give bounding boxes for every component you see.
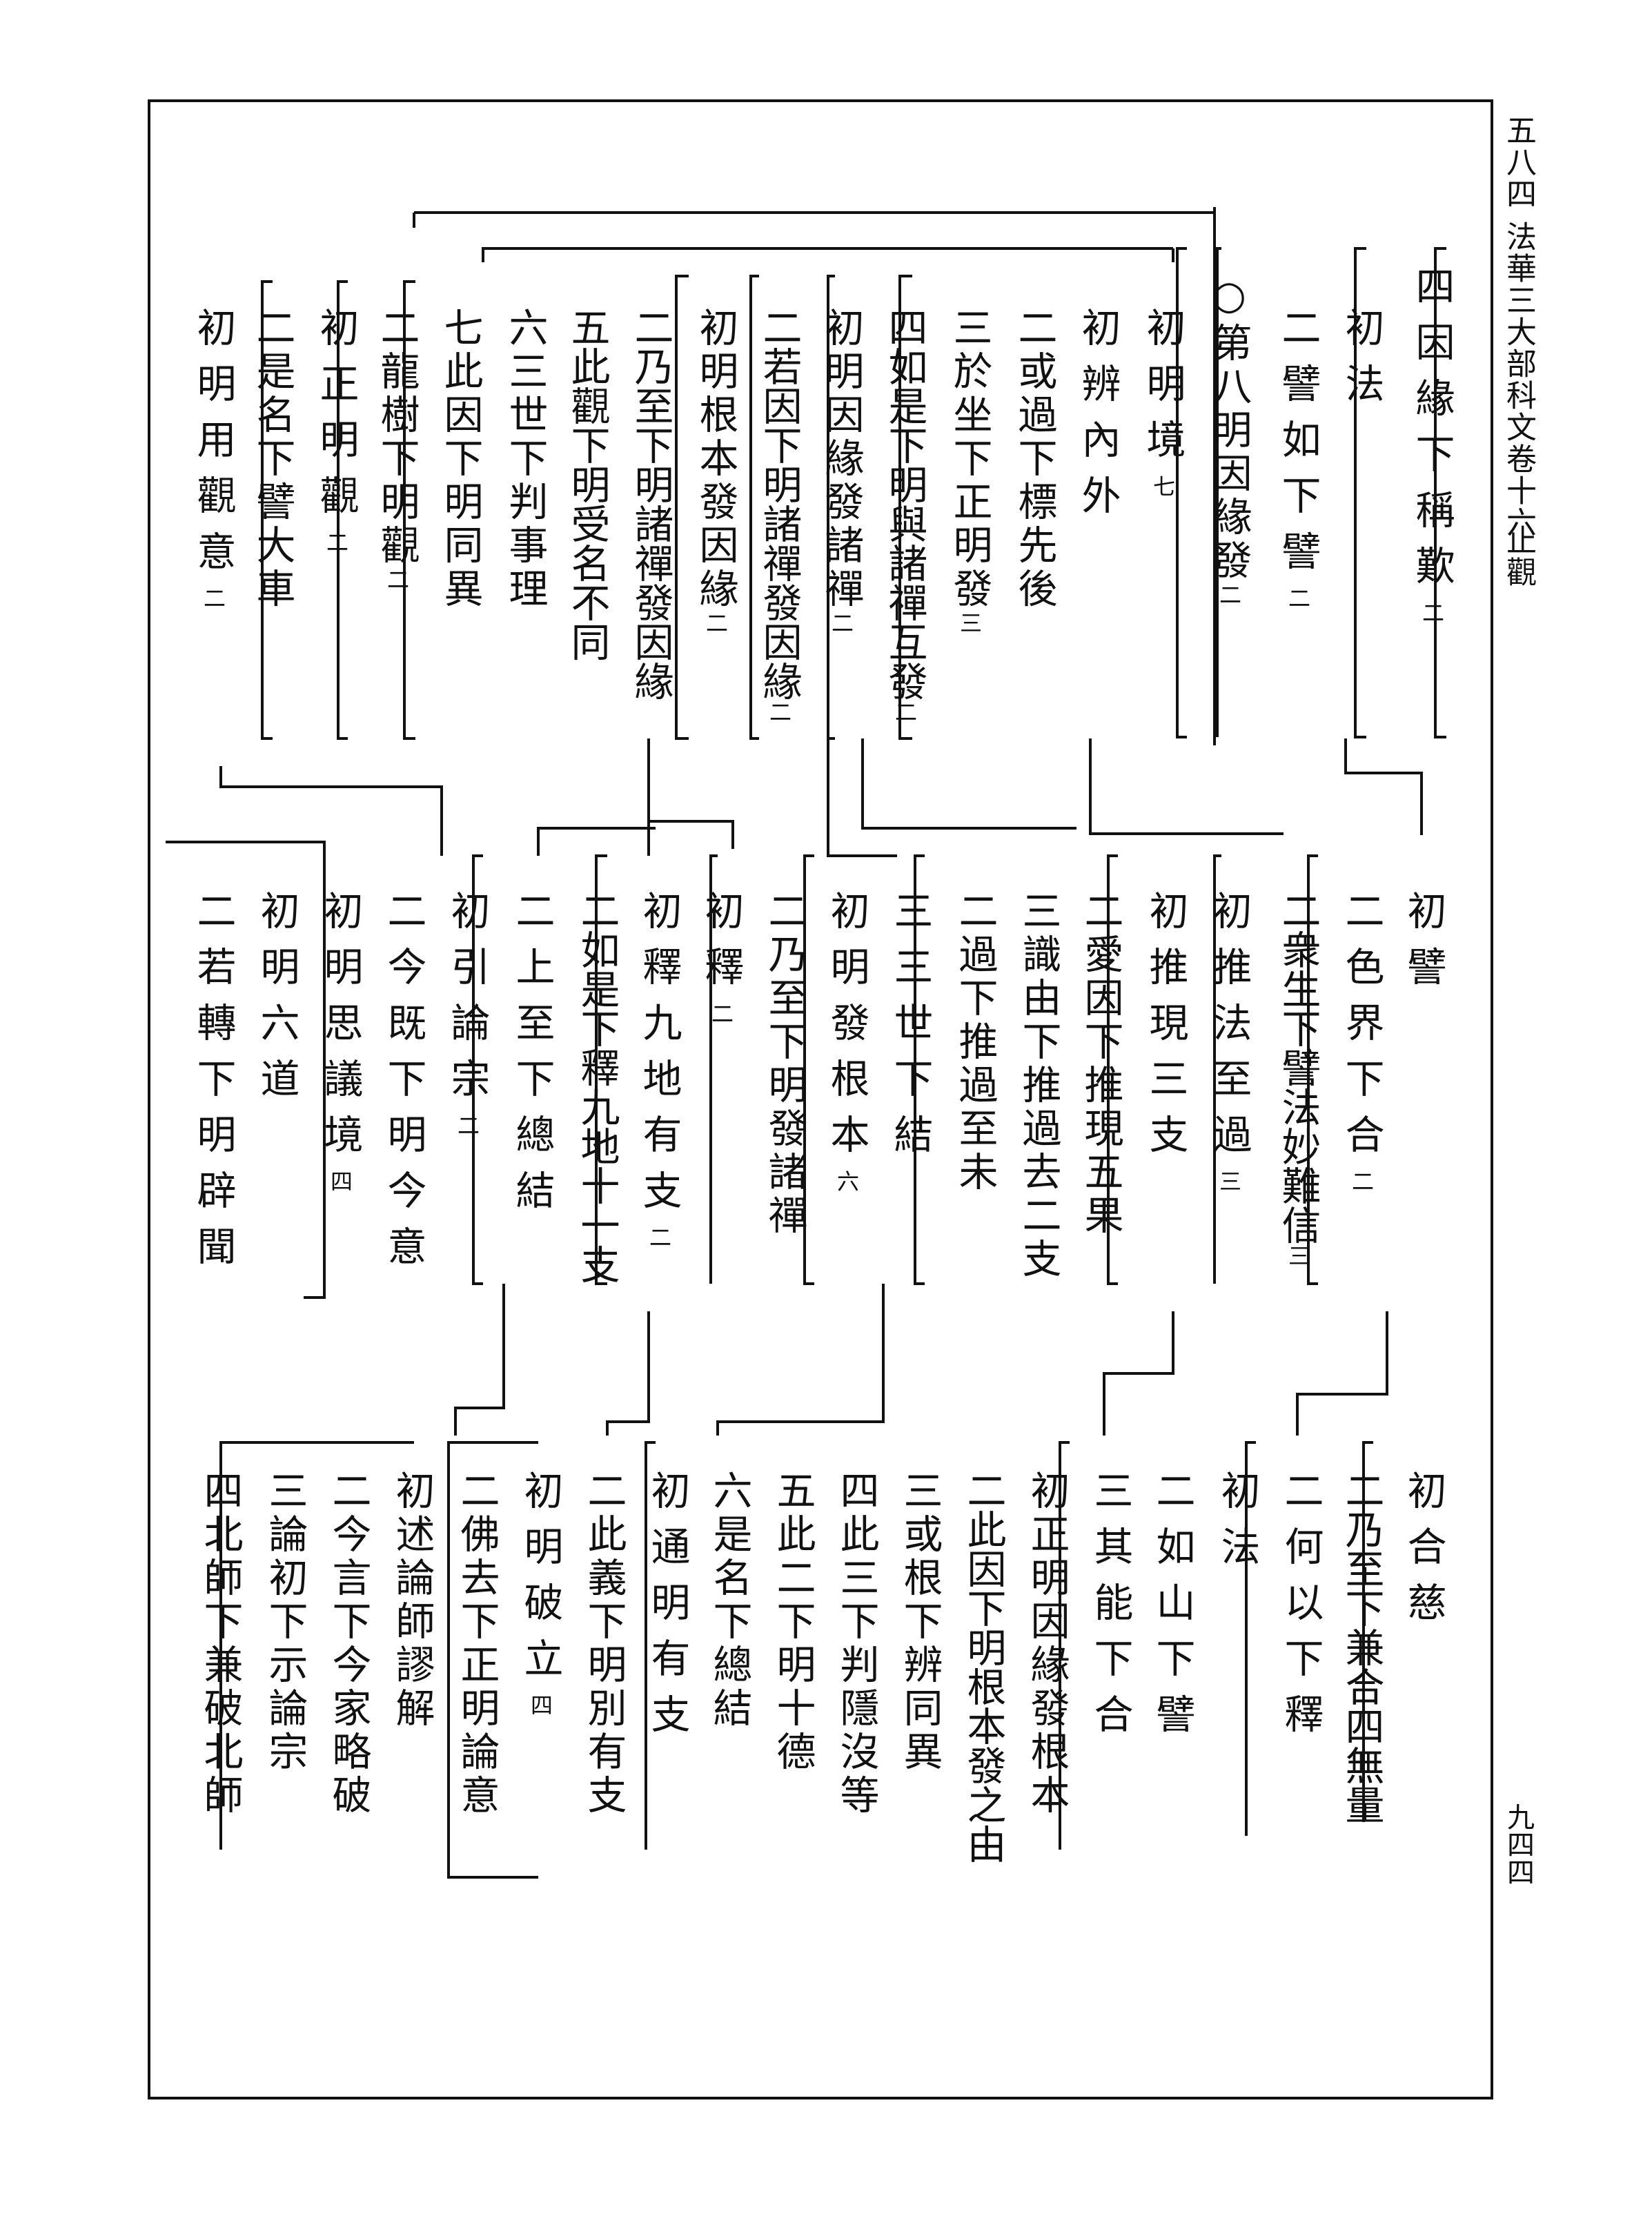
outline-entry: 二何以下釋 bbox=[1278, 1470, 1324, 1750]
outline-entry: 四因緣下稱歎二 bbox=[1409, 266, 1455, 623]
outline-entry: 二如山下譬 bbox=[1150, 1470, 1195, 1750]
outline-entry: 三三世下結 bbox=[887, 890, 933, 1170]
outline-entry: 三其能下合 bbox=[1088, 1470, 1133, 1750]
outline-entry: 初推法至過三 bbox=[1206, 890, 1252, 1192]
outline-entry: 二是名下譬大車 bbox=[250, 307, 295, 611]
outline-entry: 初通明有支 bbox=[645, 1470, 690, 1750]
outline-entry: 初明六道 bbox=[254, 890, 299, 1114]
outline-entry: 五此觀下明受名不同 bbox=[564, 307, 610, 661]
outline-entry: 三於坐下正明發三 bbox=[947, 307, 992, 634]
outline-entry: 初正明觀二 bbox=[313, 307, 359, 553]
outline-entry: 三識由下推過去二支 bbox=[1016, 890, 1061, 1282]
book-page-number: 五八四 bbox=[1501, 115, 1536, 210]
outline-entry: 二衆生下譬法妙難信三 bbox=[1275, 890, 1321, 1266]
outline-entry: 六是名下總結 bbox=[707, 1470, 752, 1731]
outline-entry: 初釋九地有支二 bbox=[636, 890, 682, 1248]
outline-entry: 二乃至下兼合四無量 bbox=[1339, 1470, 1384, 1824]
outline-entry: 四如是下明與諸禪互發二 bbox=[882, 307, 927, 723]
outline-entry: 初明破立四 bbox=[518, 1470, 563, 1716]
outline-entry: 二上至下總結 bbox=[509, 890, 555, 1226]
outline-entry: 四此三下判隱沒等 bbox=[834, 1470, 879, 1818]
outline-entry: 二色界下合二 bbox=[1339, 890, 1384, 1192]
outline-entry: 三論初下示論宗 bbox=[262, 1470, 308, 1774]
outline-entry: 二今言下今家略破 bbox=[326, 1470, 371, 1818]
outline-entry: 二過下推過至未 bbox=[952, 890, 998, 1195]
outline-entry: 二愛因下推現五果 bbox=[1078, 890, 1123, 1238]
outline-entry: 初明發根本六 bbox=[824, 890, 869, 1192]
outline-entry: 二此因下明根本發之由 bbox=[961, 1470, 1006, 1863]
outline-entry: 二譬如下譬二 bbox=[1275, 307, 1321, 609]
outline-entry: 二如是下釋九地十一支 bbox=[574, 890, 620, 1284]
outline-entry: 初明因緣發諸禪二 bbox=[818, 307, 864, 634]
outline-entry: 二若因下明諸禪發因緣二 bbox=[756, 307, 802, 723]
outline-entry: 初譬 bbox=[1401, 890, 1446, 1002]
outline-entry: 二龍樹下明觀二 bbox=[374, 307, 420, 590]
outline-entry: 初法 bbox=[1339, 307, 1384, 419]
outline-entry: 五此二下明十德 bbox=[770, 1470, 816, 1774]
outline-entry: 初明根本發因緣二 bbox=[693, 307, 738, 634]
page-number: 九四四 bbox=[1502, 1803, 1534, 1886]
section-name: 止觀 bbox=[1501, 525, 1536, 588]
outline-entry: 二乃至下明諸禪發因緣 bbox=[628, 307, 673, 701]
outline-entry: 初合慈 bbox=[1401, 1470, 1446, 1638]
outline-entry: 初辨內外 bbox=[1075, 307, 1121, 531]
outline-entry: 初明思議境四 bbox=[317, 890, 363, 1192]
outline-entry: 二若轉下明辟聞 bbox=[190, 890, 236, 1282]
outline-entry: 七此因下明同異 bbox=[437, 307, 483, 611]
outline-entry: 六三世下判事理 bbox=[502, 307, 548, 611]
outline-entry: 二或過下標先後 bbox=[1012, 307, 1057, 611]
outline-entry: 二佛去下正明論意 bbox=[454, 1470, 500, 1818]
book-title: 法華三大部科文卷十六 bbox=[1501, 221, 1536, 538]
outline-entry: 初法 bbox=[1215, 1470, 1260, 1582]
page-border bbox=[148, 99, 1493, 2099]
outline-entry: 初明境七 bbox=[1140, 307, 1186, 497]
outline-entry: 初推現三支 bbox=[1143, 890, 1188, 1170]
outline-entry: 三或根下辨同異 bbox=[897, 1470, 943, 1774]
outline-entry: 二此義下明別有支 bbox=[581, 1470, 627, 1818]
outline-entry: 初明用觀意二 bbox=[190, 307, 236, 609]
outline-entry: 初釋二 bbox=[698, 890, 744, 1024]
outline-entry: 二今既下明今意 bbox=[381, 890, 426, 1282]
outline-entry: 初述論師謬解 bbox=[389, 1470, 435, 1731]
outline-entry: 二乃至下明發諸禪 bbox=[762, 890, 807, 1238]
outline-entry: 四北師下兼破北師 bbox=[197, 1470, 243, 1818]
outline-entry: 初正明因緣發根本 bbox=[1024, 1470, 1070, 1818]
outline-entry: ○第八明因緣發二 bbox=[1206, 273, 1252, 605]
outline-entry: 初引論宗二 bbox=[444, 890, 490, 1136]
